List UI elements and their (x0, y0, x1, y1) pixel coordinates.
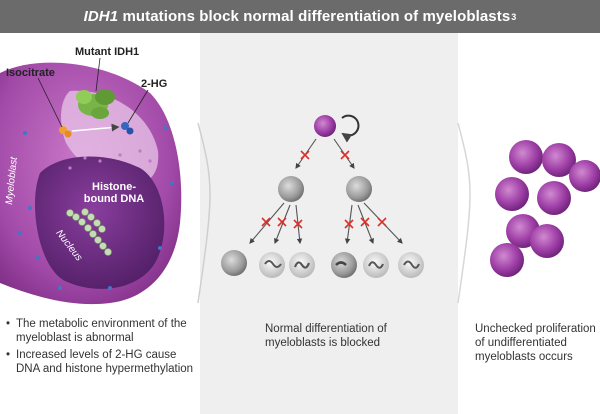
mutant-idh1-leader (95, 57, 101, 92)
isocitrate-molecule (59, 126, 72, 138)
title-text: mutations block normal differentiation o… (118, 8, 511, 25)
blocked-x-marks (261, 150, 387, 229)
histone-dna-label: Histone-bound DNA (83, 181, 145, 205)
two-hg-leader (127, 89, 149, 124)
mature-cells (221, 250, 424, 278)
bullet-item: The metabolic environment of the myelobl… (6, 318, 196, 345)
histone-dna-strand (66, 208, 112, 256)
panel-divider-left (197, 122, 211, 304)
intermediate-cells (278, 176, 372, 202)
two-hg-label: 2-HG (141, 78, 168, 90)
mutant-idh1-protein (76, 89, 115, 119)
middle-caption: Normal differentiation of myeloblasts is… (265, 323, 387, 349)
two-hg-molecule (121, 122, 134, 135)
left-bullet-list: The metabolic environment of the myelobl… (6, 318, 196, 380)
title-reference: 3 (511, 11, 517, 22)
bullet-item: Increased levels of 2-HG cause DNA and h… (6, 349, 196, 376)
right-caption: Unchecked proliferation of undifferentia… (475, 323, 596, 363)
isocitrate-label: Isocitrate (6, 67, 55, 79)
self-renewal-arrow (341, 114, 360, 143)
conversion-arrow (71, 123, 120, 132)
mutant-idh1-label: Mutant IDH1 (75, 46, 140, 58)
title-banner: IDH1 mutations block normal differentiat… (0, 0, 600, 33)
differentiation-arrows (249, 138, 403, 245)
title-italic: IDH1 (83, 8, 119, 25)
diagram-canvas (0, 57, 600, 305)
middle-panel-bg (200, 33, 458, 414)
proliferating-myeloblast-cluster (490, 140, 600, 277)
isocitrate-leader (37, 77, 63, 128)
panel-divider-right (457, 122, 471, 304)
progenitor-myeloblast (314, 115, 336, 137)
